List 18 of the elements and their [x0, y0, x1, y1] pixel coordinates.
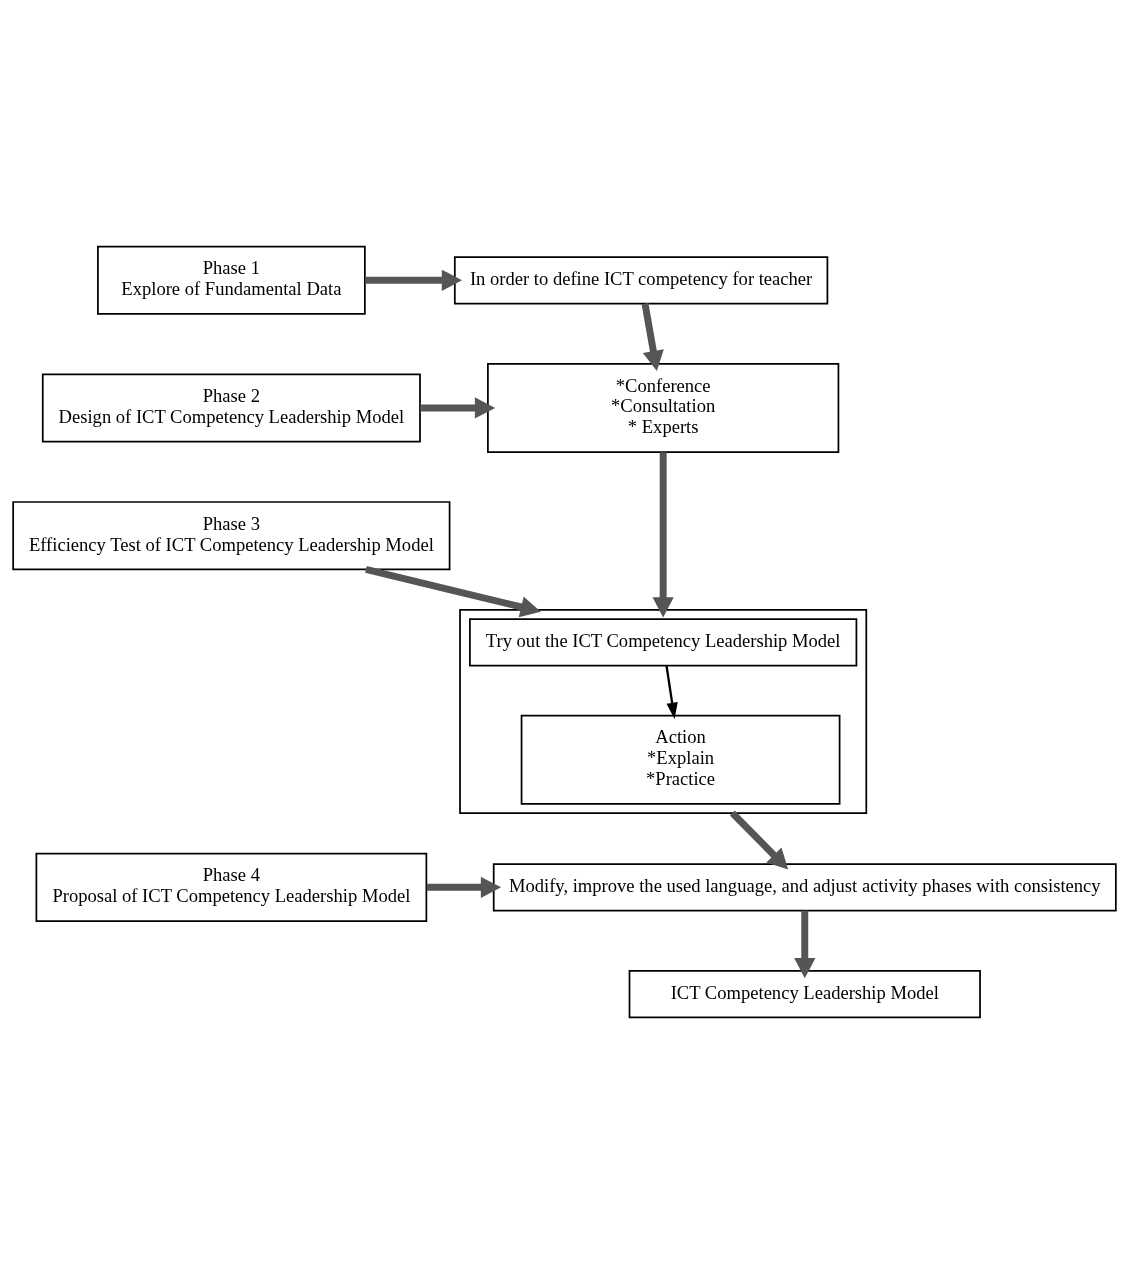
arrow [426, 876, 502, 898]
arrow [641, 302, 664, 371]
node-box: Phase 4 Proposal of ICT Competency Leadership Model [35, 852, 428, 922]
node-box: Try out the ICT Competency Leadership Model [469, 617, 858, 667]
arrow [652, 451, 674, 617]
node-box: Phase 1 Explore of Fundamental Data [97, 245, 366, 315]
cluster [459, 608, 868, 814]
arrow [665, 665, 678, 719]
node-box: *Conference *Consultation * Experts [487, 362, 840, 453]
node-box: In order to define ICT competency for teacher [453, 255, 829, 304]
node-box: Modify, improve the used language, and adjust activity phases with consistency [492, 862, 1117, 911]
arrow [365, 565, 541, 617]
node-box: Phase 2 Design of ICT Competency Leadership Model [41, 372, 421, 442]
node-box: Action *Explain *Practice [520, 714, 841, 805]
node-box: ICT Competency Leadership Model [628, 969, 981, 1018]
arrow [729, 810, 789, 869]
arrow [365, 269, 462, 291]
node-box: Phase 3 Efficiency Test of ICT Competency Leadership Model [12, 500, 451, 570]
